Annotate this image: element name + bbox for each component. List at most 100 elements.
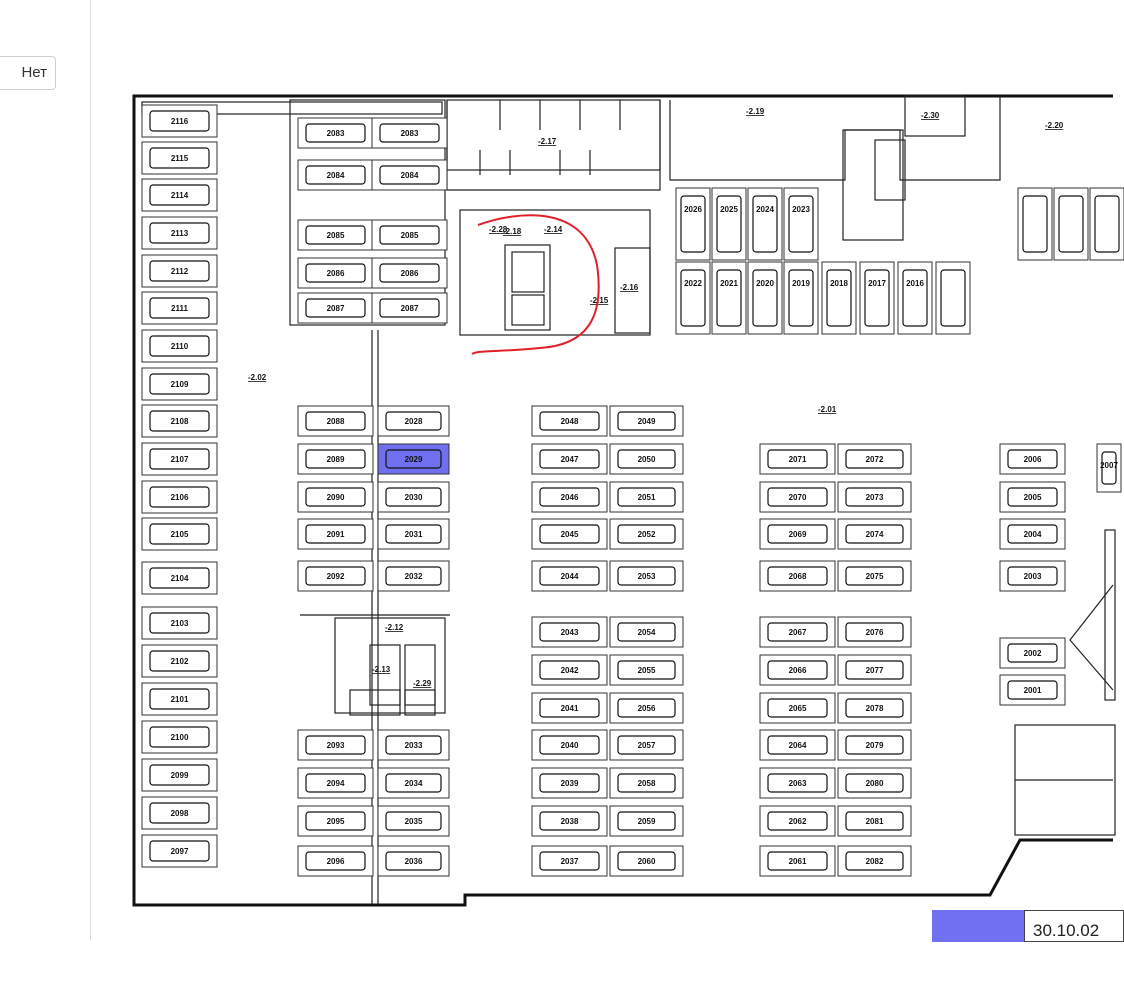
parking-spot-2017[interactable]: 2017	[859, 261, 895, 335]
parking-spot-2107[interactable]: 2107	[141, 442, 218, 476]
parking-spot-2028[interactable]: 2028	[377, 405, 450, 437]
parking-spot-2063[interactable]: 2063	[759, 767, 836, 799]
parking-spot-2106[interactable]: 2106	[141, 480, 218, 514]
parking-spot-2054[interactable]: 2054	[609, 616, 684, 648]
parking-spot-2077[interactable]: 2077	[837, 654, 912, 686]
parking-spot-2060[interactable]: 2060	[609, 845, 684, 877]
parking-spot-2065[interactable]: 2065	[759, 692, 836, 724]
parking-spot-2101[interactable]: 2101	[141, 682, 218, 716]
parking-spot-2095[interactable]: 2095	[297, 805, 374, 837]
parking-spot-2032[interactable]: 2032	[377, 560, 450, 592]
parking-spot-2066[interactable]: 2066	[759, 654, 836, 686]
parking-spot-2045[interactable]: 2045	[531, 518, 608, 550]
parking-spot-2083[interactable]: 2083	[297, 117, 374, 149]
parking-spot-2102[interactable]: 2102	[141, 644, 218, 678]
parking-spot-2112[interactable]: 2112	[141, 254, 218, 288]
parking-spot-2002[interactable]: 2002	[999, 637, 1066, 669]
parking-spot-2086[interactable]: 2086	[371, 257, 448, 289]
parking-spot-2089[interactable]: 2089	[297, 443, 374, 475]
parking-spot-2087[interactable]: 2087	[297, 292, 374, 324]
parking-spot-2025[interactable]: 2025	[711, 187, 747, 261]
parking-spot-2103[interactable]: 2103	[141, 606, 218, 640]
parking-spot-2019[interactable]: 2019	[783, 261, 819, 335]
parking-spot-2071[interactable]: 2071	[759, 443, 836, 475]
parking-spot-2084[interactable]: 2084	[371, 159, 448, 191]
parking-spot-2081[interactable]: 2081	[837, 805, 912, 837]
parking-spot-2018[interactable]: 2018	[821, 261, 857, 335]
parking-spot-2104[interactable]: 2104	[141, 561, 218, 595]
parking-spot-2115[interactable]: 2115	[141, 141, 218, 175]
parking-spot-2003[interactable]: 2003	[999, 560, 1066, 592]
parking-spot-2090[interactable]: 2090	[297, 481, 374, 513]
parking-spot-2110[interactable]: 2110	[141, 329, 218, 363]
parking-spot-2049[interactable]: 2049	[609, 405, 684, 437]
parking-spot-2052[interactable]: 2052	[609, 518, 684, 550]
parking-spot-2047[interactable]: 2047	[531, 443, 608, 475]
parking-spot-2092[interactable]: 2092	[297, 560, 374, 592]
parking-spot-2059[interactable]: 2059	[609, 805, 684, 837]
parking-spot-2072[interactable]: 2072	[837, 443, 912, 475]
parking-spot-2039[interactable]: 2039	[531, 767, 608, 799]
parking-spot-2056[interactable]: 2056	[609, 692, 684, 724]
parking-spot-2087[interactable]: 2087	[371, 292, 448, 324]
parking-spot-2057[interactable]: 2057	[609, 729, 684, 761]
parking-spot-undefined[interactable]	[1089, 187, 1124, 261]
parking-spot-2007[interactable]: 2007	[1096, 443, 1122, 493]
parking-spot-2038[interactable]: 2038	[531, 805, 608, 837]
parking-spot-2026[interactable]: 2026	[675, 187, 711, 261]
parking-spot-2070[interactable]: 2070	[759, 481, 836, 513]
parking-spot-2097[interactable]: 2097	[141, 834, 218, 868]
parking-spot-2024[interactable]: 2024	[747, 187, 783, 261]
parking-spot-2086[interactable]: 2086	[297, 257, 374, 289]
parking-spot-undefined[interactable]	[1053, 187, 1089, 261]
parking-spot-2044[interactable]: 2044	[531, 560, 608, 592]
parking-spot-2085[interactable]: 2085	[297, 219, 374, 251]
parking-spot-2076[interactable]: 2076	[837, 616, 912, 648]
parking-spot-2016[interactable]: 2016	[897, 261, 933, 335]
parking-spot-2022[interactable]: 2022	[675, 261, 711, 335]
parking-spot-2064[interactable]: 2064	[759, 729, 836, 761]
parking-spot-2105[interactable]: 2105	[141, 517, 218, 551]
parking-spot-2116[interactable]: 2116	[141, 104, 218, 138]
parking-spot-2084[interactable]: 2084	[297, 159, 374, 191]
parking-spot-2098[interactable]: 2098	[141, 796, 218, 830]
parking-spot-2041[interactable]: 2041	[531, 692, 608, 724]
parking-spot-2035[interactable]: 2035	[377, 805, 450, 837]
parking-spot-2055[interactable]: 2055	[609, 654, 684, 686]
parking-spot-2067[interactable]: 2067	[759, 616, 836, 648]
parking-spot-2023[interactable]: 2023	[783, 187, 819, 261]
parking-spot-2050[interactable]: 2050	[609, 443, 684, 475]
parking-spot-2058[interactable]: 2058	[609, 767, 684, 799]
parking-spot-2020[interactable]: 2020	[747, 261, 783, 335]
parking-spot-2048[interactable]: 2048	[531, 405, 608, 437]
parking-spot-2094[interactable]: 2094	[297, 767, 374, 799]
parking-spot-2073[interactable]: 2073	[837, 481, 912, 513]
parking-spot-2111[interactable]: 2111	[141, 291, 218, 325]
parking-spot-2114[interactable]: 2114	[141, 178, 218, 212]
parking-spot-2033[interactable]: 2033	[377, 729, 450, 761]
parking-spot-2001[interactable]: 2001	[999, 674, 1066, 706]
parking-spot-undefined[interactable]	[935, 261, 971, 335]
parking-spot-2053[interactable]: 2053	[609, 560, 684, 592]
parking-spot-2034[interactable]: 2034	[377, 767, 450, 799]
parking-spot-2083[interactable]: 2083	[371, 117, 448, 149]
parking-spot-2043[interactable]: 2043	[531, 616, 608, 648]
parking-spot-2042[interactable]: 2042	[531, 654, 608, 686]
parking-spot-2037[interactable]: 2037	[531, 845, 608, 877]
parking-spot-2109[interactable]: 2109	[141, 367, 218, 401]
parking-spot-2040[interactable]: 2040	[531, 729, 608, 761]
parking-spot-2051[interactable]: 2051	[609, 481, 684, 513]
parking-spot-2093[interactable]: 2093	[297, 729, 374, 761]
parking-spot-2062[interactable]: 2062	[759, 805, 836, 837]
parking-spot-2079[interactable]: 2079	[837, 729, 912, 761]
parking-spot-2108[interactable]: 2108	[141, 404, 218, 438]
no-button[interactable]: Нет	[0, 56, 56, 90]
parking-spot-2061[interactable]: 2061	[759, 845, 836, 877]
parking-spot-2046[interactable]: 2046	[531, 481, 608, 513]
parking-spot-2091[interactable]: 2091	[297, 518, 374, 550]
parking-spot-2068[interactable]: 2068	[759, 560, 836, 592]
parking-spot-2004[interactable]: 2004	[999, 518, 1066, 550]
parking-spot-2096[interactable]: 2096	[297, 845, 374, 877]
parking-spot-2021[interactable]: 2021	[711, 261, 747, 335]
parking-spot-2078[interactable]: 2078	[837, 692, 912, 724]
